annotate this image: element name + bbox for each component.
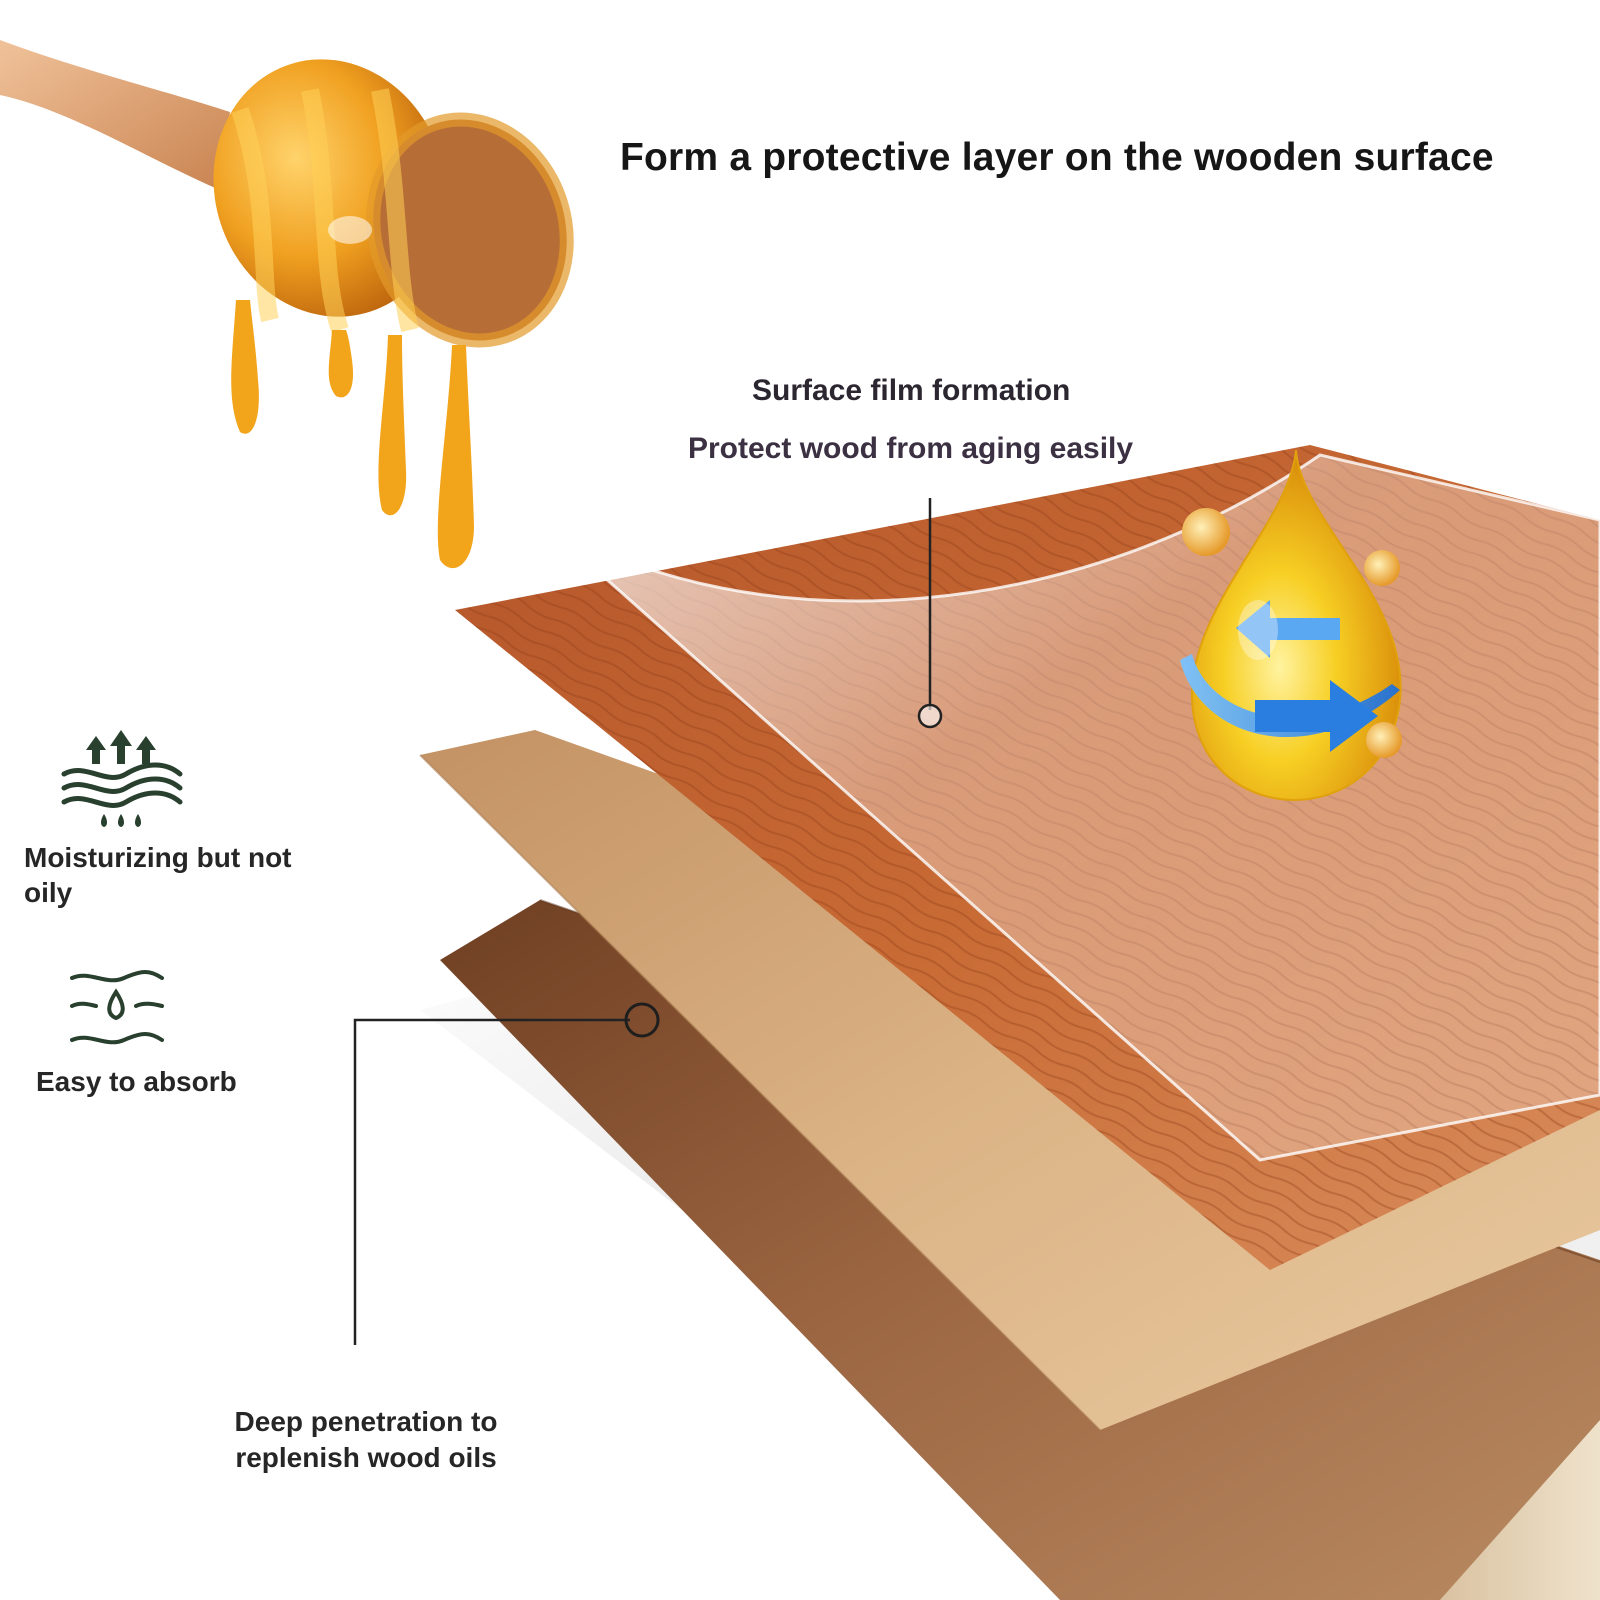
plywood-edge	[1440, 1420, 1600, 1600]
deep-callout-dot	[624, 1002, 660, 1038]
film-callout-subtitle: Protect wood from aging easily	[688, 432, 1134, 465]
oil-drop-with-arrows	[1180, 449, 1402, 802]
honeycomb-bubble	[1364, 550, 1400, 586]
honeycomb-bubble	[1182, 508, 1230, 556]
feature-moisturizing-label: Moisturizing but not oily	[24, 842, 292, 908]
headline: Form a protective layer on the wooden su…	[620, 136, 1494, 179]
film-callout-title: Surface film formation	[752, 374, 1071, 407]
honey-dipper	[0, 40, 574, 348]
honeycomb-bubble	[1366, 722, 1402, 758]
veneer-middle	[420, 730, 1600, 1430]
moisture-wave-icon	[56, 730, 186, 830]
honey-drips	[231, 300, 474, 569]
film-callout-dot	[917, 703, 943, 729]
feature-absorb-label: Easy to absorb	[36, 1066, 237, 1097]
absorb-drop-icon	[66, 968, 166, 1050]
deep-penetration-label: Deep penetration to replenish wood oils	[234, 1406, 498, 1473]
